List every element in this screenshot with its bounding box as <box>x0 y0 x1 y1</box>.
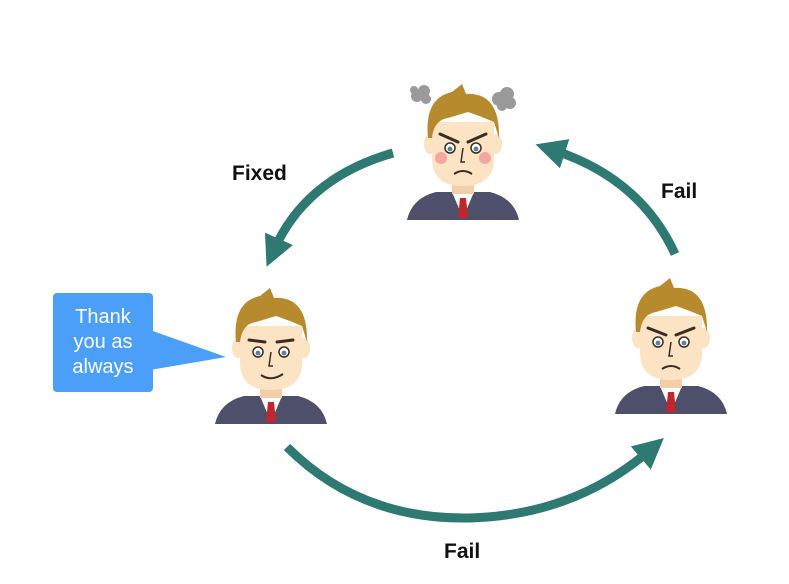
edge-label-fail-bottom: Fail <box>444 540 481 563</box>
edge-label-fail-right: Fail <box>661 180 698 203</box>
edge-label-fixed: Fixed <box>232 162 287 185</box>
speech-bubble-text: Thank you as always <box>72 306 134 378</box>
person-smiling <box>215 288 327 424</box>
steam-right-icon <box>492 87 516 111</box>
bubble-tail <box>150 330 226 370</box>
person-frowning <box>615 278 727 414</box>
person-angry-steaming <box>407 84 519 220</box>
arrow-fail-right <box>535 139 680 256</box>
arrow-fixed <box>264 148 395 267</box>
speech-bubble: Thank you as always <box>53 293 153 392</box>
arrow-fail-bottom <box>283 437 664 523</box>
steam-left-icon <box>410 85 431 104</box>
